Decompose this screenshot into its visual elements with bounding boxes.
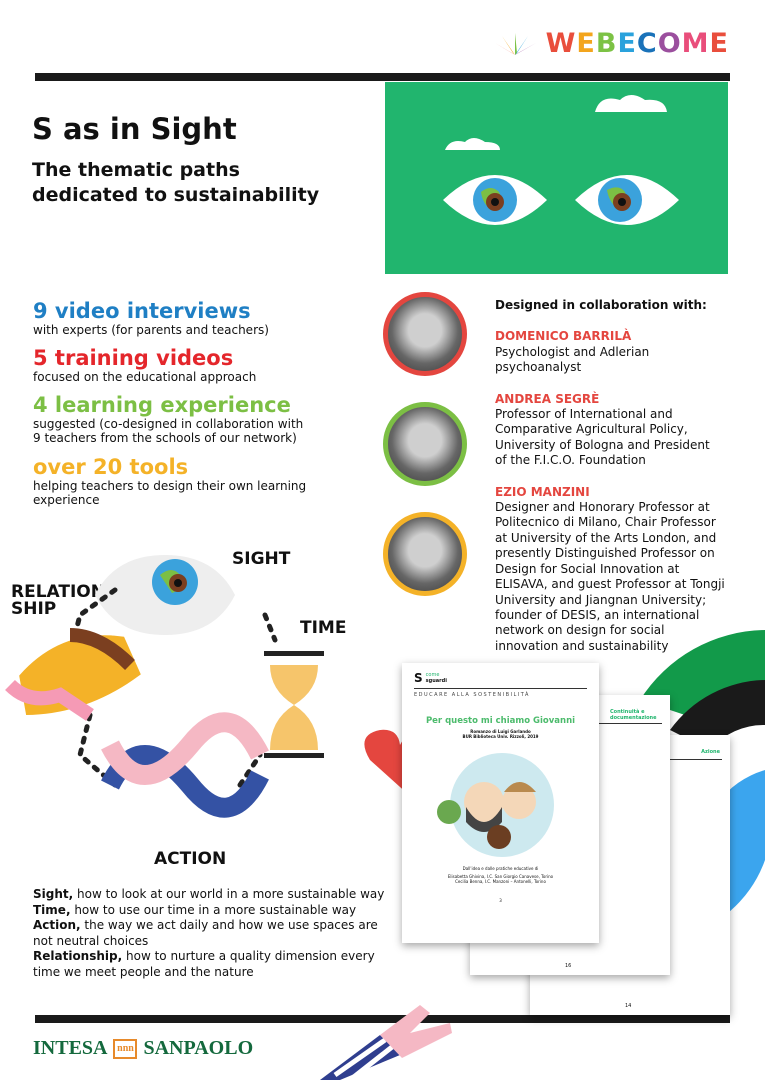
caption-text: how to nurture a quality dimension every… — [33, 949, 375, 979]
caption-text: the way we act daily and how we use spac… — [33, 918, 378, 948]
label-sight: SIGHT — [232, 549, 291, 569]
collaborator-desc: Professor of International and Comparati… — [495, 407, 710, 468]
stat-description: with experts (for parents and teachers) — [33, 323, 269, 337]
booklet-come: come — [425, 672, 440, 678]
caption-text: how to use our time in a more sustainabl… — [70, 902, 357, 917]
collaborator-desc: Designer and Honorary Professor at Polit… — [495, 500, 725, 653]
label-action: ACTION — [154, 849, 227, 869]
collaborator-name: ANDREA SEGRÈ — [495, 391, 600, 406]
label-time: TIME — [300, 618, 347, 638]
booklet-teacher: Elisabetta Ghivina, I.C. San Giorgio Can… — [447, 874, 554, 879]
caption-relationship: Relationship, how to nurture a quality d… — [33, 949, 393, 980]
booklet-title: Per questo mi chiamo Giovanni — [425, 716, 576, 726]
sponsor-right: SANPAOLO — [143, 1037, 254, 1059]
booklet-cover-illustration — [437, 753, 554, 857]
page-number: 16 — [565, 963, 572, 969]
stat-headline: over 20 tools — [33, 455, 189, 479]
brand-letter: E — [576, 28, 596, 59]
caption-action: Action, the way we act daily and how we … — [33, 918, 393, 949]
sponsor-left: INTESA — [33, 1037, 108, 1059]
collaborator: DOMENICO BARRILÀ Psychologist and Adleri… — [495, 329, 735, 375]
pointing-hand-illustration — [320, 1005, 452, 1080]
brand-letter: W — [545, 28, 577, 59]
brand-letter: E — [709, 28, 729, 59]
subtitle-line-1: The thematic paths — [32, 159, 240, 181]
booklet-publisher: BUR Biblioteca Univ. Rizzoli, 2019 — [462, 734, 539, 739]
eyes-icon — [443, 95, 679, 225]
booklet-series: EDUCARE ALLA SOSTENIBILITÀ — [414, 692, 530, 698]
collaborators: Designed in collaboration with: DOMENICO… — [495, 298, 735, 670]
brand-letter: C — [636, 28, 658, 59]
brand-letter: M — [681, 28, 710, 59]
page-number: 3 — [499, 898, 502, 903]
stat-headline: 5 training videos — [33, 346, 234, 370]
label-relationship-1: RELATION — [11, 582, 105, 602]
page-title: S as in Sight — [32, 112, 237, 146]
brand-letter: E — [617, 28, 637, 59]
sponsor-mark: nnn — [113, 1038, 138, 1059]
booklet-from: Dall'idea e dalle pratiche educative di — [462, 866, 539, 871]
stat-tools: over 20 tools helping teachers to design… — [33, 455, 308, 507]
top-divider — [35, 73, 730, 81]
brand-letter: O — [657, 28, 682, 59]
caption-sight: Sight, how to look at our world in a mor… — [33, 887, 393, 903]
webecome-logo: WEBECOME — [490, 28, 729, 59]
booklet-teacher: Cecilia Benna, I.C. Manzoni – Antonelli,… — [455, 879, 546, 884]
portrait-andrea-segre — [383, 402, 467, 486]
page-label: Continuità e documentazione — [610, 709, 657, 721]
brand-letter: B — [595, 28, 618, 59]
caption-time: Time, how to use our time in a more sust… — [33, 903, 393, 919]
thematic-paths-illustration — [5, 555, 420, 818]
collaborator: EZIO MANZINI Designer and Honorary Profe… — [495, 485, 735, 654]
portrait-ezio-manzini — [383, 512, 467, 596]
booklet-s: S — [414, 671, 423, 685]
page-number: 14 — [625, 1003, 632, 1009]
stat-description: focused on the educational approach — [33, 370, 257, 384]
stat-description: suggested (co-designed in collaboration … — [33, 417, 304, 445]
collaborator-desc: Psychologist and Adlerian psychoanalyst — [495, 344, 650, 375]
stat-headline: 9 video interviews — [33, 299, 251, 323]
stat-learning-experience: 4 learning experience suggested (co-desi… — [33, 393, 308, 445]
subtitle: The thematic paths dedicated to sustaina… — [32, 158, 319, 208]
label-relationship-2: SHIP — [11, 599, 57, 619]
brand-name: WEBECOME — [546, 28, 729, 59]
caption-term: Relationship, — [33, 949, 123, 963]
intesa-sanpaolo-logo: INTESA nnn SANPAOLO — [33, 1037, 253, 1060]
caption-term: Time, — [33, 902, 71, 917]
stat-training-videos: 5 training videos focused on the educati… — [33, 346, 283, 384]
collaborator-name: EZIO MANZINI — [495, 484, 590, 499]
stat-video-interviews: 9 video interviews with experts (for par… — [33, 299, 283, 337]
stat-description: helping teachers to design their own lea… — [33, 479, 307, 507]
collaborator: ANDREA SEGRÈ Professor of International … — [495, 392, 735, 469]
caption-text: how to look at our world in a more susta… — [73, 887, 385, 901]
hero-eyes-illustration — [385, 82, 728, 274]
collab-heading: Designed in collaboration with: — [495, 298, 707, 312]
booklet-author: Romanzo di Luigi Garlando — [470, 729, 531, 734]
portrait-domenico-barrila — [383, 292, 467, 376]
stat-headline: 4 learning experience — [33, 393, 291, 417]
caption-term: Sight, — [33, 887, 74, 901]
bottom-divider — [35, 1015, 730, 1023]
page-label: Azione — [701, 749, 720, 755]
booklet-sguardi: sguardi — [425, 678, 447, 684]
theme-captions: Sight, how to look at our world in a mor… — [33, 887, 393, 980]
flower-logo-icon — [494, 32, 536, 55]
subtitle-line-2: dedicated to sustainability — [32, 184, 320, 206]
collaborator-name: DOMENICO BARRILÀ — [495, 329, 632, 344]
caption-term: Action, — [33, 918, 81, 932]
